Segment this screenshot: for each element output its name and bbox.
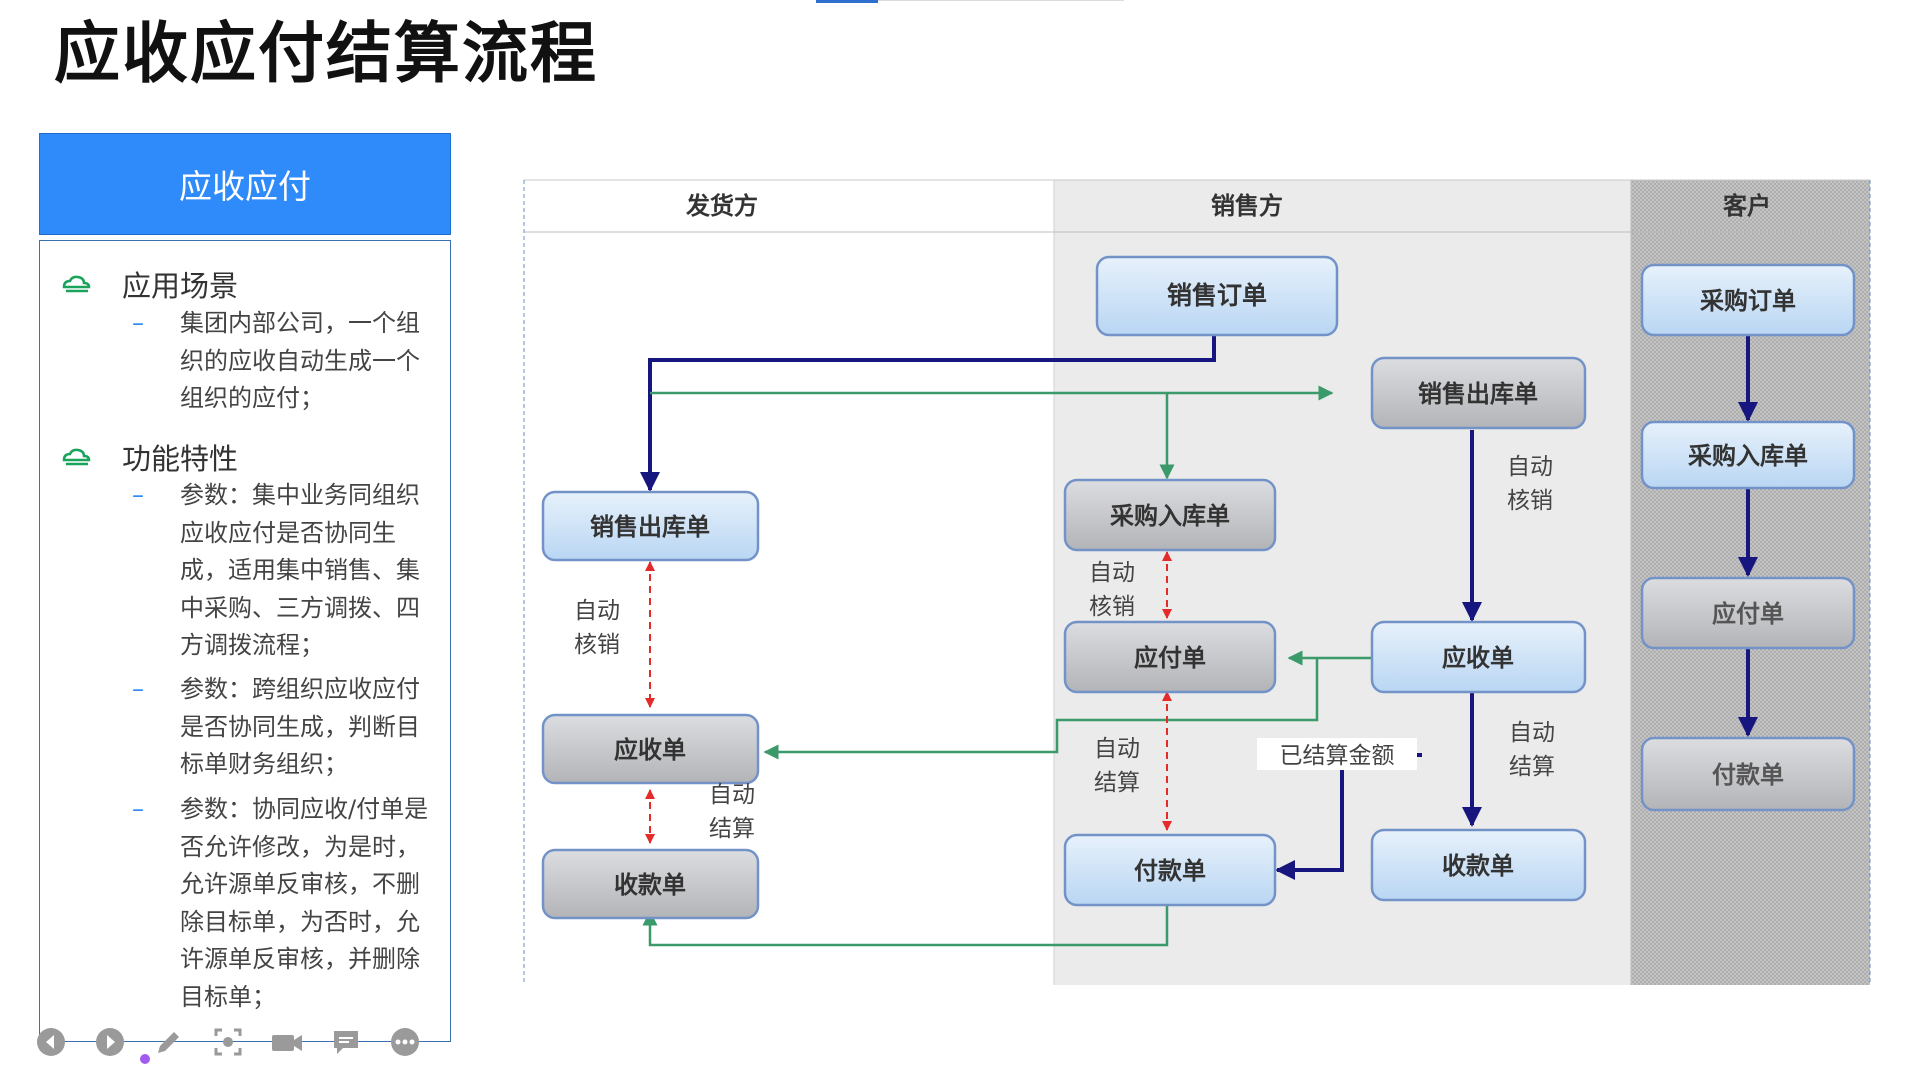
node-cust-in: 采购入库单 xyxy=(1688,441,1808,470)
list-item-text: 参数：跨组织应收应付是否协同生成，判断目标单财务组织； xyxy=(180,675,420,778)
node-sale-out: 销售出库单 xyxy=(1418,379,1538,408)
node-sale-receipt-box[interactable] xyxy=(1370,828,1587,902)
next-icon[interactable] xyxy=(93,1025,127,1059)
list-item: – 参数：跨组织应收应付是否协同生成，判断目标单财务组织； xyxy=(132,671,436,784)
label-auto-writeoff: 自动 xyxy=(574,598,620,624)
label-auto-writeoff: 核销 xyxy=(574,632,620,658)
pen-color-indicator xyxy=(140,1054,150,1064)
node-ship-ar: 应收单 xyxy=(614,735,686,764)
node-ship-ar-box[interactable] xyxy=(541,713,760,785)
presentation-toolbar xyxy=(34,1022,447,1062)
section-heading: 功能特性 xyxy=(60,436,238,478)
list-item: – 集团内部公司，一个组织的应收自动生成一个组织的应付； xyxy=(132,305,436,418)
cloud-bullet-icon xyxy=(62,448,91,466)
label-auto-writeoff: 自动 xyxy=(1507,454,1553,480)
flow-green-pay-to-receipt xyxy=(642,905,1169,947)
slide-progress-track xyxy=(878,0,1124,1)
lane-title-shipper: 发货方 xyxy=(685,191,758,220)
prev-icon[interactable] xyxy=(34,1025,68,1059)
list-item-text: 参数：集中业务同组织应收应付是否协同生成，适用集中销售、集中采购、三方调拨、四方… xyxy=(180,481,420,659)
label-settled-amount: 已结算金额 xyxy=(1280,743,1395,769)
node-sale-order: 销售订单 xyxy=(1167,281,1267,310)
panel-body: 应用场景 – 集团内部公司，一个组织的应收自动生成一个组织的应付； 功能特性 –… xyxy=(39,240,451,1042)
list-item-text: 参数：协同应收/付单是否允许修改，为是时，允许源单反审核，不删除目标单，为否时，… xyxy=(180,795,429,1011)
node-sale-in-box[interactable] xyxy=(1063,478,1277,552)
flow-green-to-ship-ar xyxy=(763,658,1319,760)
dash-bullet: – xyxy=(132,481,144,509)
label-auto-writeoff: 自动 xyxy=(1089,560,1135,586)
node-sale-ap-box[interactable] xyxy=(1063,620,1277,694)
flow-order-to-ship-out xyxy=(640,335,1216,492)
node-sale-receipt: 收款单 xyxy=(1442,851,1514,880)
comment-icon[interactable] xyxy=(329,1025,363,1059)
label-auto-settle: 结算 xyxy=(709,816,755,842)
node-cust-po: 采购订单 xyxy=(1700,286,1796,315)
node-cust-ap-box[interactable] xyxy=(1640,576,1856,650)
node-sale-ap: 应付单 xyxy=(1134,643,1206,672)
node-sale-order-box[interactable] xyxy=(1095,255,1339,337)
section-heading: 应用场景 xyxy=(60,263,238,305)
node-cust-ap: 应付单 xyxy=(1712,599,1784,628)
label-auto-settle: 结算 xyxy=(1509,754,1555,780)
section-heading-label: 功能特性 xyxy=(122,442,239,476)
node-cust-pay: 付款单 xyxy=(1712,760,1784,789)
cloud-bullet-icon xyxy=(62,275,91,293)
lane-title-seller: 销售方 xyxy=(1211,191,1283,220)
node-sale-pay: 付款单 xyxy=(1134,856,1206,885)
label-auto-settle: 结算 xyxy=(1094,770,1140,796)
lane-title-customer: 客户 xyxy=(1723,191,1771,220)
node-ship-out-box[interactable] xyxy=(541,490,760,562)
node-ship-receipt: 收款单 xyxy=(614,870,686,899)
label-auto-writeoff: 核销 xyxy=(1507,488,1553,514)
label-auto-settle: 自动 xyxy=(709,782,755,808)
settlement-flow-diagram: 发货方 销售方 客户 销售出库单 应收单 收款单 销售订单 销售出库单 采购入库… xyxy=(517,170,1877,1000)
node-sale-ar-box[interactable] xyxy=(1370,620,1587,694)
slide-progress-indicator xyxy=(816,0,878,3)
list-item: – 参数：集中业务同组织应收应付是否协同生成，适用集中销售、集中采购、三方调拨、… xyxy=(132,477,436,665)
dash-bullet: – xyxy=(132,675,144,703)
label-auto-writeoff: 核销 xyxy=(1089,594,1135,620)
screenshot-icon[interactable] xyxy=(211,1025,245,1059)
node-cust-pay-box[interactable] xyxy=(1640,736,1856,812)
dash-bullet: – xyxy=(132,795,144,823)
node-sale-in: 采购入库单 xyxy=(1110,501,1230,530)
section-heading-label: 应用场景 xyxy=(122,269,239,303)
node-ship-out: 销售出库单 xyxy=(590,512,710,541)
list-item-text: 集团内部公司，一个组织的应收自动生成一个组织的应付； xyxy=(180,309,420,412)
list-item: – 参数：协同应收/付单是否允许修改，为是时，允许源单反审核，不删除目标单，为否… xyxy=(132,791,436,1016)
pen-icon[interactable] xyxy=(152,1025,186,1059)
node-sale-ar: 应收单 xyxy=(1442,643,1514,672)
panel-header: 应收应付 xyxy=(39,133,451,235)
node-cust-po-box[interactable] xyxy=(1640,263,1856,337)
node-cust-in-box[interactable] xyxy=(1640,420,1856,490)
node-ship-receipt-box[interactable] xyxy=(541,848,760,920)
label-auto-settle: 自动 xyxy=(1094,736,1140,762)
node-sale-pay-box[interactable] xyxy=(1063,833,1277,907)
label-auto-settle: 自动 xyxy=(1509,720,1555,746)
node-sale-out-box[interactable] xyxy=(1370,356,1587,430)
dash-bullet: – xyxy=(132,309,144,337)
camera-icon[interactable] xyxy=(270,1025,304,1059)
more-icon[interactable] xyxy=(388,1025,422,1059)
slide-title: 应收应付结算流程 xyxy=(54,15,598,92)
